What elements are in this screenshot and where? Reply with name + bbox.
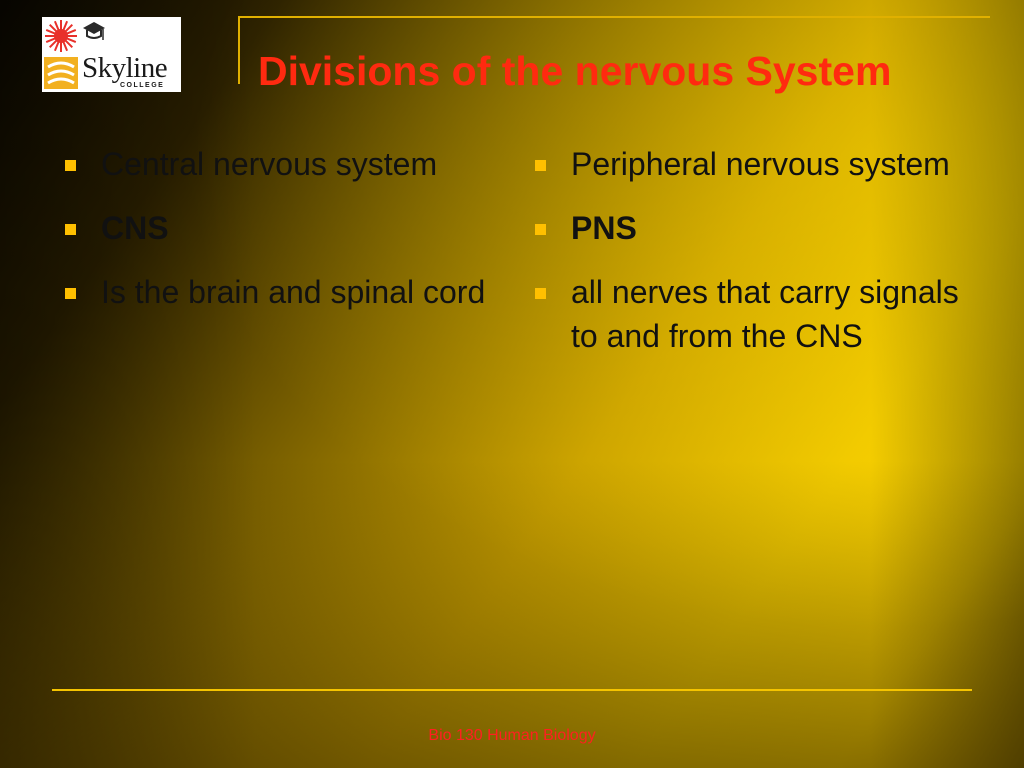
square-bullet-icon — [535, 224, 546, 235]
square-bullet-icon — [535, 160, 546, 171]
top-divider — [238, 16, 990, 18]
skyline-mark-icon — [44, 57, 78, 89]
logo-name: Skyline — [82, 52, 168, 84]
slide-title: Divisions of the nervous System — [258, 48, 892, 94]
college-logo: Skyline COLLEGE — [42, 17, 181, 92]
square-bullet-icon — [535, 288, 546, 299]
square-bullet-icon — [65, 224, 76, 235]
footer-text: Bio 130 Human Biology — [428, 727, 596, 744]
list-item: PNS — [530, 206, 990, 250]
graduation-cap-icon — [83, 22, 105, 40]
sun-icon — [45, 20, 77, 52]
list-item: Central nervous system — [60, 142, 510, 186]
title-divider — [238, 16, 240, 84]
list-item: CNS — [60, 206, 510, 250]
footer-divider — [52, 689, 972, 691]
logo-subtitle: COLLEGE — [120, 82, 165, 89]
left-column: Central nervous system CNS Is the brain … — [60, 142, 510, 314]
square-bullet-icon — [65, 288, 76, 299]
list-item: Is the brain and spinal cord — [60, 270, 510, 314]
list-item: all nerves that carry signals to and fro… — [530, 270, 990, 358]
list-item: Peripheral nervous system — [530, 142, 990, 186]
square-bullet-icon — [65, 160, 76, 171]
right-column: Peripheral nervous system PNS all nerves… — [530, 142, 990, 358]
